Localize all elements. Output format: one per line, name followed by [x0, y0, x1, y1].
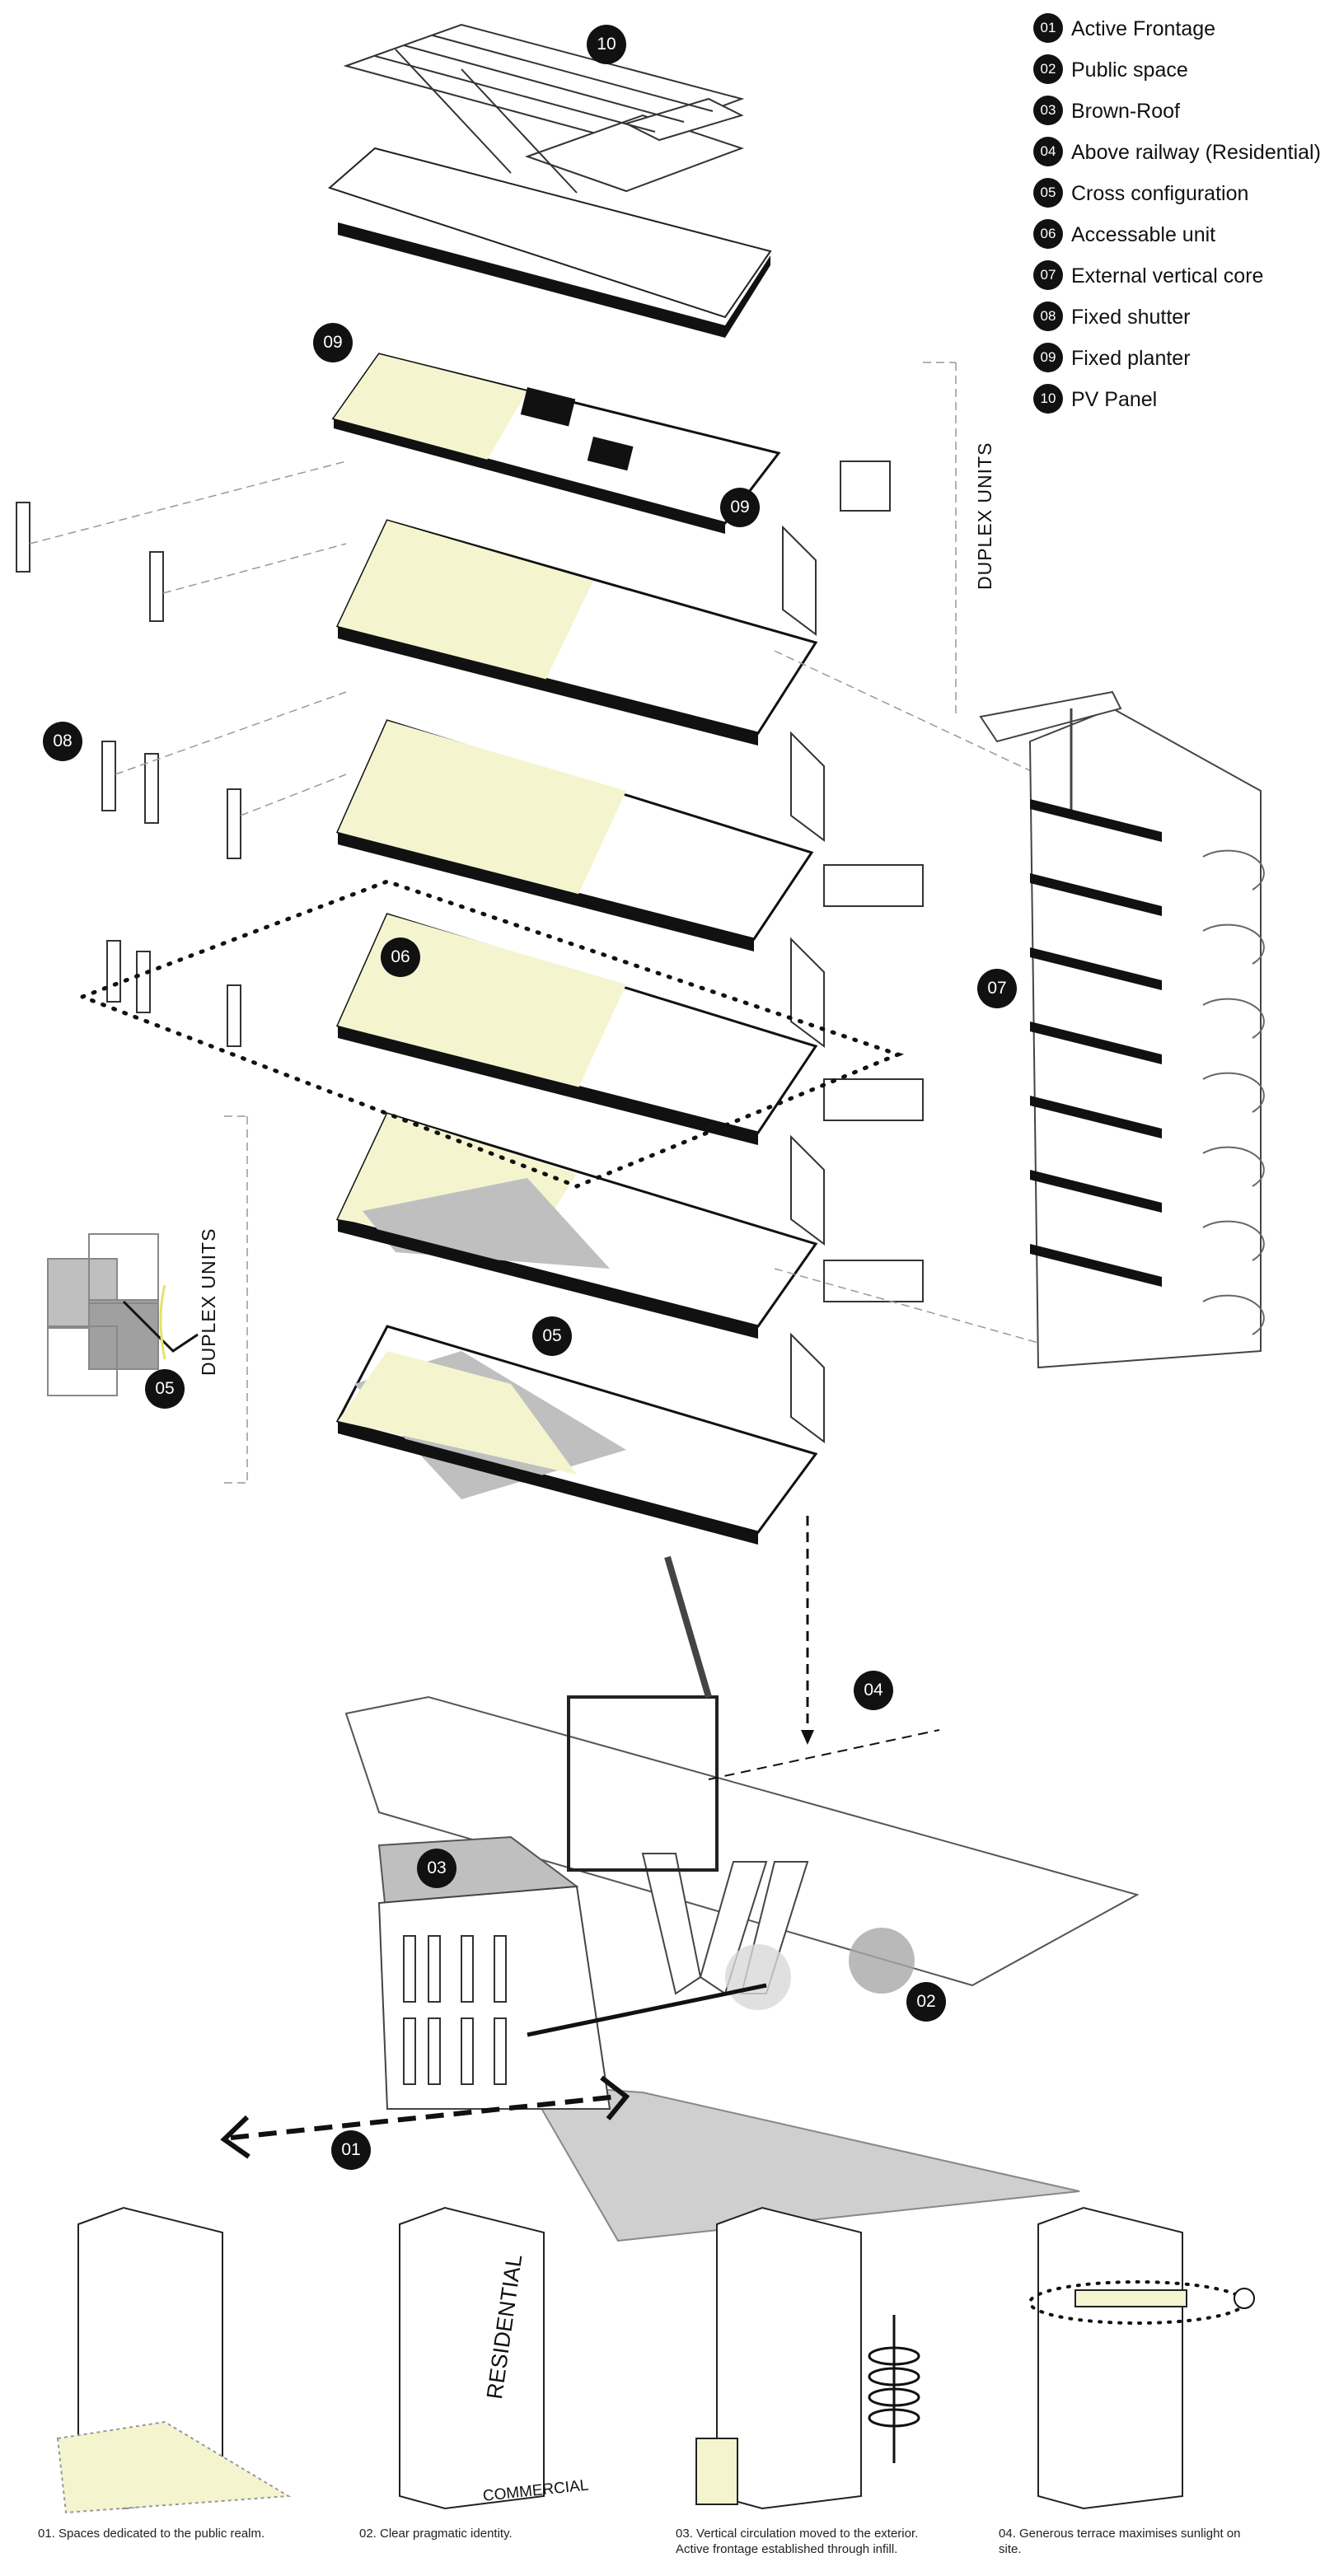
concept-vertical-circulation	[695, 2206, 920, 2510]
tag-accessible: 06	[381, 937, 420, 977]
duplex-units-label: DUPLEX UNITS	[198, 1227, 219, 1376]
duplex-units-label: DUPLEX UNITS	[974, 442, 995, 590]
pv-panels	[343, 23, 745, 194]
roof-slab	[328, 147, 772, 338]
floor-plate-4	[335, 719, 814, 951]
legend-number: 04	[1033, 137, 1063, 166]
tag-core: 07	[977, 969, 1017, 1008]
legend-number: 08	[1033, 302, 1063, 331]
legend-label: Accessable unit	[1071, 223, 1216, 246]
legend-item: 10 PV Panel	[1033, 384, 1339, 417]
cross-configuration-sketch	[47, 1233, 199, 1396]
concept-identity	[399, 2206, 545, 2510]
tag-planter: 09	[313, 323, 353, 362]
legend-label: Cross configuration	[1071, 182, 1249, 205]
tag-planter: 09	[720, 488, 760, 527]
legend-number: 09	[1033, 343, 1063, 372]
legend-item: 08 Fixed shutter	[1033, 302, 1339, 334]
legend-item: 02 Public space	[1033, 54, 1339, 87]
legend-number: 03	[1033, 96, 1063, 125]
legend-item: 07 External vertical core	[1033, 260, 1339, 293]
fixed-shutters	[16, 502, 241, 1047]
concept-terrace	[1028, 2206, 1255, 2510]
tag-railway: 04	[854, 1671, 893, 1710]
site-axonometric	[344, 1516, 1140, 2242]
legend-item: 05 Cross configuration	[1033, 178, 1339, 211]
concept-diagrams	[56, 2206, 1255, 2514]
legend-item: 04 Above railway (Residential)	[1033, 137, 1339, 170]
concept-public-realm	[56, 2206, 292, 2514]
external-stairs	[782, 461, 924, 1443]
legend-label: Fixed planter	[1071, 347, 1191, 370]
floor-plate-1	[335, 1325, 818, 1545]
caption-line: 04. Generous terrace maximises sunlight …	[999, 2527, 1241, 2541]
legend-label: Active Frontage	[1071, 17, 1216, 40]
legend-item: 03 Brown-Roof	[1033, 96, 1339, 129]
legend-label: Fixed shutter	[1071, 306, 1191, 329]
legend-number: 10	[1033, 384, 1063, 414]
floor-plate-5	[335, 519, 818, 746]
caption-line: 01. Spaces dedicated to the public realm…	[38, 2527, 265, 2541]
floor-plates	[331, 353, 818, 1545]
legend-label: PV Panel	[1071, 388, 1158, 411]
caption-line: 03. Vertical circulation moved to the ex…	[676, 2527, 919, 2541]
tag-shutter: 08	[43, 722, 82, 761]
caption-vertical-circulation: 03. Vertical circulation moved to the ex…	[676, 2526, 989, 2557]
legend-label: Above railway (Residential)	[1071, 141, 1321, 164]
tag-public-space: 02	[906, 1982, 946, 2022]
caption-terrace: 04. Generous terrace maximises sunlight …	[999, 2526, 1320, 2557]
tag-pv-panel: 10	[587, 25, 626, 64]
tag-roof: 03	[417, 1849, 456, 1888]
accessible-outline	[80, 879, 905, 1189]
core-tower	[979, 690, 1265, 1369]
legend-number: 07	[1033, 260, 1063, 290]
caption-line: site.	[999, 2542, 1022, 2556]
legend-item: 01 Active Frontage	[1033, 13, 1339, 46]
caption-public-realm: 01. Spaces dedicated to the public realm…	[38, 2526, 335, 2541]
legend-number: 05	[1033, 178, 1063, 208]
legend-label: Public space	[1071, 58, 1188, 82]
tag-cross-configuration: 05	[532, 1316, 572, 1356]
legend-label: Brown-Roof	[1071, 100, 1180, 123]
legend-label: External vertical core	[1071, 264, 1264, 288]
caption-identity: 02. Clear pragmatic identity.	[359, 2526, 656, 2541]
legend-number: 01	[1033, 13, 1063, 43]
floor-plate-6	[331, 353, 781, 534]
caption-line: Active frontage established through infi…	[676, 2542, 898, 2556]
floor-plate-2	[335, 1112, 818, 1339]
caption-line: 02. Clear pragmatic identity.	[359, 2527, 513, 2541]
legend-number: 02	[1033, 54, 1063, 84]
frontage-arrow	[220, 2075, 630, 2159]
legend-item: 09 Fixed planter	[1033, 343, 1339, 376]
tag-cross-configuration: 05	[145, 1369, 185, 1409]
legend-number: 06	[1033, 219, 1063, 249]
legend-item: 06 Accessable unit	[1033, 219, 1339, 252]
tag-frontage: 01	[331, 2130, 371, 2170]
projection-lines	[29, 362, 1039, 1484]
